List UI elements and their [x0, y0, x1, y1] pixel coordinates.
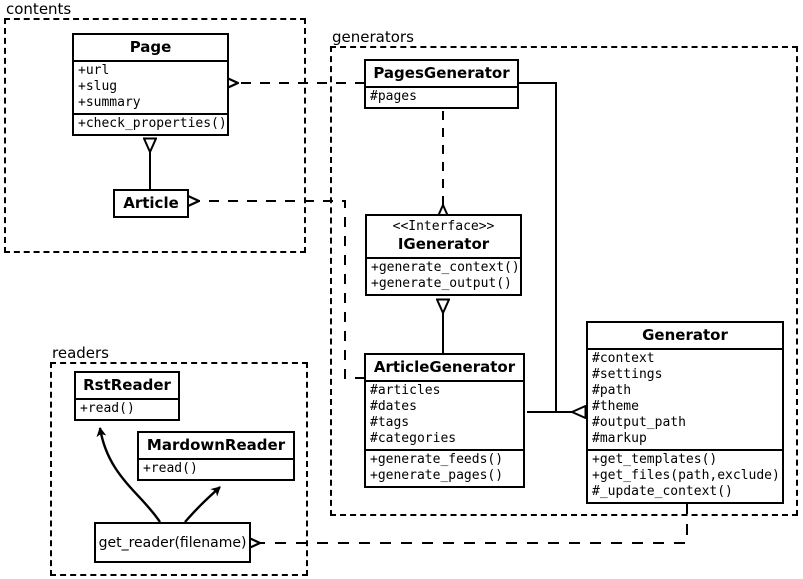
class-generator[interactable]: Generator #context #settings #path #them… — [586, 321, 784, 504]
class-member: #path — [592, 383, 632, 398]
class-generator-operations: +get_templates() +get_files(path,exclude… — [588, 449, 782, 502]
class-member: #categories — [370, 431, 457, 446]
class-member: #settings — [592, 367, 663, 382]
class-member: +summary — [78, 95, 141, 110]
class-member: #tags — [370, 415, 410, 430]
class-member: #dates — [370, 399, 417, 414]
class-generator-name: Generator — [642, 326, 728, 344]
class-member: +generate_pages() — [370, 468, 504, 483]
class-member: #articles — [370, 383, 441, 398]
class-articlegenerator-operations: +generate_feeds() +generate_pages() — [366, 449, 523, 486]
class-member: +check_properties() — [78, 116, 227, 131]
package-generators-label: generators — [332, 28, 414, 46]
class-member: #theme — [592, 399, 639, 414]
class-page-name: Page — [129, 38, 172, 56]
class-member: #output_path — [592, 415, 686, 430]
class-member: +read() — [80, 401, 135, 416]
class-rstreader-operations: +read() — [76, 398, 178, 419]
class-member: #pages — [370, 89, 417, 104]
package-contents — [4, 18, 306, 253]
class-member: +get_files(path,exclude) — [592, 468, 780, 483]
class-article[interactable]: Article — [113, 189, 189, 218]
class-pagesgenerator[interactable]: PagesGenerator #pages — [364, 59, 519, 109]
class-mardownreader[interactable]: MardownReader +read() — [137, 431, 295, 481]
function-get-reader[interactable]: get_reader(filename) — [94, 522, 251, 563]
class-article-name: Article — [123, 194, 179, 212]
class-member: +generate_context() — [371, 260, 520, 275]
package-readers-label: readers — [52, 344, 109, 362]
class-member: +generate_feeds() — [370, 452, 504, 467]
package-generators — [330, 46, 798, 516]
class-member: #context — [592, 351, 655, 366]
class-mardownreader-operations: +read() — [139, 458, 293, 479]
class-member: #markup — [592, 431, 647, 446]
class-member: #_update_context() — [592, 484, 733, 499]
class-rstreader-name: RstReader — [83, 376, 171, 394]
class-articlegenerator-attributes: #articles #dates #tags #categories — [366, 380, 523, 449]
class-member: +generate_output() — [371, 276, 512, 291]
class-page[interactable]: Page +url +slug +summary +check_properti… — [72, 33, 229, 136]
class-page-attributes: +url +slug +summary — [74, 60, 227, 113]
class-pagesgenerator-name: PagesGenerator — [373, 64, 510, 82]
class-generator-attributes: #context #settings #path #theme #output_… — [588, 348, 782, 449]
class-member: +read() — [143, 461, 198, 476]
class-member: +url — [78, 63, 110, 78]
class-mardownreader-name: MardownReader — [146, 436, 286, 454]
class-member: +get_templates() — [592, 452, 718, 467]
package-readers — [50, 362, 308, 576]
class-igenerator[interactable]: <<Interface>> IGenerator +generate_conte… — [365, 214, 522, 296]
class-igenerator-name: IGenerator — [397, 235, 490, 253]
package-contents-label: contents — [6, 0, 72, 18]
class-pagesgenerator-attributes: #pages — [366, 86, 517, 107]
class-igenerator-operations: +generate_context() +generate_output() — [367, 257, 520, 294]
class-articlegenerator[interactable]: ArticleGenerator #articles #dates #tags … — [364, 353, 525, 488]
class-rstreader[interactable]: RstReader +read() — [74, 371, 180, 421]
class-igenerator-stereotype: <<Interface>> — [392, 219, 495, 234]
function-get-reader-label: get_reader(filename) — [98, 534, 247, 551]
class-articlegenerator-name: ArticleGenerator — [373, 358, 516, 376]
class-page-operations: +check_properties() — [74, 113, 227, 134]
class-member: +slug — [78, 79, 118, 94]
